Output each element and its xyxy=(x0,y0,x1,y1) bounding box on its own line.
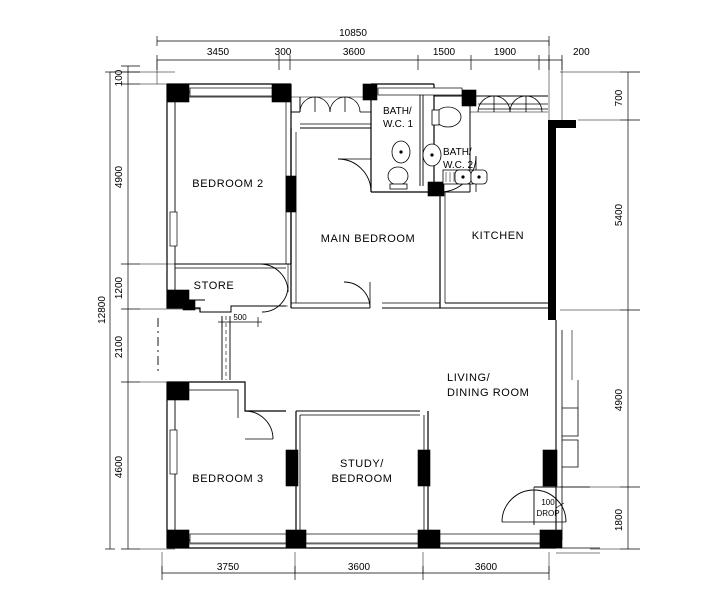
room-label-bath-wc-2-line2: W.C. 2 xyxy=(443,160,473,171)
dim-top-6: 200 xyxy=(573,47,590,58)
room-label-living-dining-line2: DINING ROOM xyxy=(447,387,529,399)
column-b3-topleft xyxy=(166,381,190,401)
column-bath-topright xyxy=(461,89,477,107)
dimension-labels-top: 10850 3450 300 3600 1500 1900 200 xyxy=(207,28,590,58)
column-study-right xyxy=(417,449,431,487)
room-label-bath-wc-1-line2: W.C. 1 xyxy=(383,119,413,130)
dimensions-bottom xyxy=(161,552,550,580)
column-store-bl xyxy=(182,299,196,311)
wc-bath-1 xyxy=(387,166,409,186)
room-label-bedroom-2: BEDROOM 2 xyxy=(192,178,263,190)
dim-top-1: 3450 xyxy=(207,47,230,58)
service-yard-openings xyxy=(291,95,548,113)
dim-right-2: 5400 xyxy=(614,203,625,226)
column-bath-bottom xyxy=(427,181,445,197)
room-label-living-dining-line1: LIVING/ xyxy=(447,372,491,384)
room-label-study-bedroom-line1: STUDY/ xyxy=(340,458,384,470)
duct-dimension-label: 500 xyxy=(233,313,247,322)
window-study-bottom xyxy=(305,533,419,544)
dim-left-4: 2100 xyxy=(114,335,125,358)
dimension-labels-bottom: 3750 3600 3600 xyxy=(217,562,498,573)
structural-columns xyxy=(166,83,563,549)
dim-bottom-2: 3600 xyxy=(348,562,371,573)
column-bath-topleft xyxy=(362,83,378,101)
dim-top-overall: 10850 xyxy=(339,28,367,39)
entry-drop-line2: DROP xyxy=(536,509,559,518)
column-b3-right xyxy=(285,449,299,487)
column-top-b2 xyxy=(271,83,292,103)
dim-left-2: 4900 xyxy=(114,165,125,188)
window-living-bottom xyxy=(439,533,541,544)
kitchen-fittings xyxy=(442,169,488,185)
window-bedroom2-left xyxy=(169,211,178,247)
room-label-study-bedroom-line2: BEDROOM xyxy=(331,473,392,485)
window-bath-top xyxy=(377,87,463,96)
dim-right-3: 4900 xyxy=(614,388,625,411)
dim-right-4: 1800 xyxy=(614,508,625,531)
column-bottom-right xyxy=(539,529,563,549)
column-bottom-left xyxy=(166,529,190,549)
window-bedroom3-left xyxy=(169,429,178,475)
door-bath-1 xyxy=(337,158,372,193)
dimension-labels-right: 700 5400 4900 1800 xyxy=(614,89,625,531)
column-top-left xyxy=(166,83,190,103)
dim-bottom-3: 3600 xyxy=(475,562,498,573)
dim-left-5: 4600 xyxy=(114,455,125,478)
room-label-kitchen: KITCHEN xyxy=(472,230,524,242)
door-entrance-main xyxy=(501,489,535,523)
dim-top-4: 1500 xyxy=(433,47,456,58)
column-living-right xyxy=(542,449,558,487)
room-label-main-bedroom: MAIN BEDROOM xyxy=(321,233,416,245)
sanitary-fixtures xyxy=(387,106,462,190)
cistern-bath-1 xyxy=(389,183,408,190)
dim-right-1: 700 xyxy=(614,89,625,106)
door-store xyxy=(261,285,289,313)
dim-left-overall: 12800 xyxy=(97,296,108,324)
window-bedroom2-top xyxy=(189,87,273,97)
room-label-store: STORE xyxy=(194,280,235,292)
windows xyxy=(169,87,541,544)
room-label-bath-wc-1-line1: BATH/ xyxy=(383,106,412,117)
column-b2-mid xyxy=(285,175,297,213)
entry-drop-note: 100 DROP xyxy=(536,498,565,518)
room-label-bath-wc-2-line1: BATH/ xyxy=(443,147,472,158)
dim-left-1: 100 xyxy=(114,69,125,86)
window-bedroom3-bottom xyxy=(189,533,287,544)
dim-left-3: 1200 xyxy=(114,276,125,299)
door-bedroom-3 xyxy=(244,410,274,440)
dimension-labels-left: 12800 100 4900 1200 2100 4600 xyxy=(97,69,125,478)
column-bottom-mid1 xyxy=(285,529,307,549)
dim-top-5: 1900 xyxy=(494,47,517,58)
dim-bottom-1: 3750 xyxy=(217,562,240,573)
room-label-bedroom-3: BEDROOM 3 xyxy=(192,473,263,485)
dim-top-3: 3600 xyxy=(343,47,366,58)
room-labels: BEDROOM 2 STORE BATH/ W.C. 1 BATH/ W.C. … xyxy=(192,106,529,485)
duct-dimension xyxy=(218,317,262,327)
structural-thick-walls xyxy=(548,120,576,320)
dim-top-2: 300 xyxy=(275,47,292,58)
door-entrance-gate xyxy=(533,489,567,523)
column-bottom-mid2 xyxy=(417,529,441,549)
entry-drop-line1: 100 xyxy=(541,498,555,507)
cistern-bath-2 xyxy=(431,109,440,126)
